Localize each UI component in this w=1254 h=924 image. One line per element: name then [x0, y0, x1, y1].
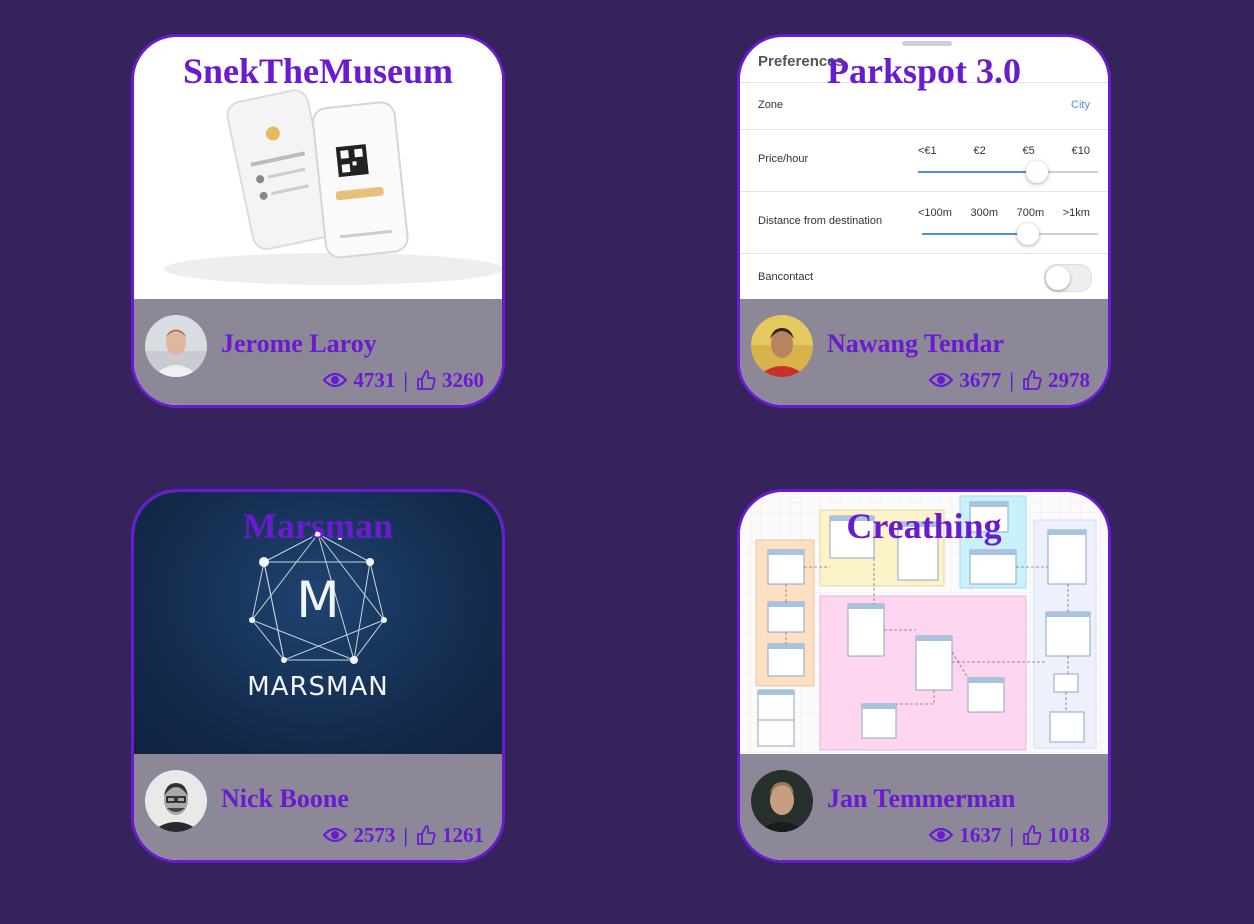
distance-label: Distance from destination	[758, 215, 883, 227]
stats-separator: |	[1009, 368, 1014, 392]
avatar[interactable]	[145, 770, 207, 832]
project-thumbnail: M MARSMAN	[134, 492, 502, 754]
eye-icon	[929, 827, 954, 843]
divider	[740, 191, 1108, 192]
zone-value: City	[1071, 99, 1090, 111]
project-title[interactable]: Marsman	[243, 506, 393, 546]
divider	[740, 82, 1108, 83]
logo-letter: M	[296, 571, 340, 629]
likes-count: 1261	[442, 823, 484, 847]
thumbs-up-icon[interactable]	[416, 370, 436, 390]
views-count: 4731	[353, 368, 396, 392]
project-title[interactable]: Creathing	[846, 506, 1002, 546]
eye-icon	[323, 827, 348, 843]
phone-mockup-image	[134, 37, 502, 299]
views-count: 2573	[353, 823, 396, 847]
card-footer: Jan Temmerman 1637 | 1018	[740, 754, 1108, 860]
stats: 2573 | 1261	[323, 822, 484, 848]
project-thumbnail: Preferences Zone City Price/hour <€1 €2 …	[740, 37, 1108, 299]
author-name[interactable]: Jerome Laroy	[221, 329, 377, 358]
logo-word: MARSMAN	[247, 672, 389, 702]
thumbs-up-icon[interactable]	[1022, 825, 1042, 845]
avatar[interactable]	[751, 770, 813, 832]
price-tick: €10	[1071, 145, 1090, 157]
marsman-logo-image	[249, 531, 387, 664]
divider	[740, 253, 1108, 254]
zone-label: Zone	[758, 99, 784, 111]
price-slider-knob	[1025, 161, 1048, 183]
distance-tick: <100m	[918, 207, 952, 219]
distance-tick: 300m	[970, 207, 999, 219]
stats: 4731 | 3260	[323, 367, 484, 393]
stats-separator: |	[1009, 823, 1014, 847]
distance-ticks: <100m 300m 700m >1km	[918, 207, 1090, 219]
card-footer: Nick Boone 2573 | 1261	[134, 754, 502, 860]
distance-slider	[922, 223, 1098, 245]
author-name[interactable]: Nick Boone	[221, 784, 349, 813]
likes-count: 1018	[1048, 823, 1090, 847]
bancontact-label: Bancontact	[758, 271, 814, 283]
distance-tick: 700m	[1016, 207, 1045, 219]
bancontact-toggle	[1044, 264, 1092, 292]
author-name[interactable]: Nawang Tendar	[827, 329, 1004, 358]
project-card-snekthemuseum[interactable]: SnekTheMuseum Jerome Laroy 4731 | 3260	[131, 34, 505, 408]
card-footer: Jerome Laroy 4731 | 3260	[134, 299, 502, 405]
project-title[interactable]: Parkspot 3.0	[826, 51, 1021, 91]
likes-count: 2978	[1048, 368, 1090, 392]
avatar[interactable]	[145, 315, 207, 377]
thumbs-up-icon[interactable]	[1022, 370, 1042, 390]
divider	[740, 129, 1108, 130]
eye-icon	[929, 372, 954, 388]
distance-slider-knob	[1016, 223, 1039, 245]
price-tick: <€1	[918, 145, 937, 157]
drag-handle	[902, 41, 952, 46]
stats-separator: |	[403, 823, 408, 847]
price-tick: €2	[973, 145, 986, 157]
price-ticks: <€1 €2 €5 €10	[918, 145, 1090, 157]
project-card-marsman[interactable]: M MARSMAN Marsman Nick Boone 2573 |	[131, 489, 505, 863]
views-count: 3677	[959, 368, 1002, 392]
eye-icon	[323, 372, 348, 388]
project-title[interactable]: SnekTheMuseum	[182, 51, 454, 91]
distance-tick: >1km	[1062, 207, 1090, 219]
project-thumbnail	[134, 37, 502, 299]
preview-heading: Preferences	[758, 53, 844, 70]
price-slider	[918, 161, 1098, 183]
price-label: Price/hour	[758, 153, 809, 165]
thumbs-up-icon[interactable]	[416, 825, 436, 845]
project-card-creathing[interactable]: Creathing Jan Temmerman 1637 | 1018	[737, 489, 1111, 863]
likes-count: 3260	[442, 368, 484, 392]
stats: 3677 | 2978	[929, 367, 1090, 393]
stats: 1637 | 1018	[929, 822, 1090, 848]
database-diagram-image	[740, 492, 1108, 754]
project-thumbnail	[740, 492, 1108, 754]
views-count: 1637	[959, 823, 1002, 847]
stats-separator: |	[403, 368, 408, 392]
card-footer: Nawang Tendar 3677 | 2978	[740, 299, 1108, 405]
price-tick: €5	[1022, 145, 1035, 157]
avatar[interactable]	[751, 315, 813, 377]
author-name[interactable]: Jan Temmerman	[827, 784, 1016, 813]
project-card-parkspot[interactable]: Preferences Zone City Price/hour <€1 €2 …	[737, 34, 1111, 408]
